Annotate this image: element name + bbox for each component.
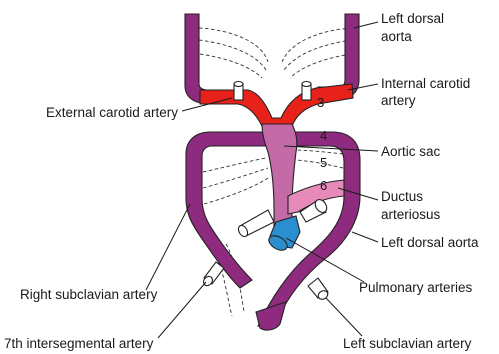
label-internal-carotid-2: artery [381,93,416,108]
label-left-dorsal-aorta-top-1: Left dorsal [381,11,444,26]
right-pulmonary-stub [237,210,274,238]
carotid-arch [200,84,353,126]
label-left-dorsal-aorta-top-2: aorta [381,29,412,44]
label-external-carotid: External carotid artery [46,105,178,120]
label-left-dorsal-aorta: Left dorsal aorta [381,235,479,250]
arch-number-3: 3 [317,95,324,110]
label-left-subclavian: Left subclavian artery [343,336,472,351]
label-internal-carotid-1: Internal carotid [381,76,470,91]
label-seventh-intersegmental: 7th intersegmental artery [4,336,154,351]
label-aortic-sac: Aortic sac [381,144,441,159]
internal-carotid-stub-left [234,82,243,101]
internal-carotid-stub-right [302,82,311,101]
label-pulmonary-arteries: Pulmonary arteries [359,280,473,295]
left-subclavian-stub [308,278,329,301]
arch-number-4: 4 [320,128,327,143]
label-ductus-2: arteriosus [381,207,441,222]
arch-number-5: 5 [320,155,327,170]
label-right-subclavian: Right subclavian artery [20,287,158,302]
labels: Left dorsal aorta Internal carotid arter… [4,11,479,351]
right-subclavian-loop [186,132,266,288]
arch-number-6: 6 [320,178,327,193]
label-ductus-1: Ductus [381,189,423,204]
